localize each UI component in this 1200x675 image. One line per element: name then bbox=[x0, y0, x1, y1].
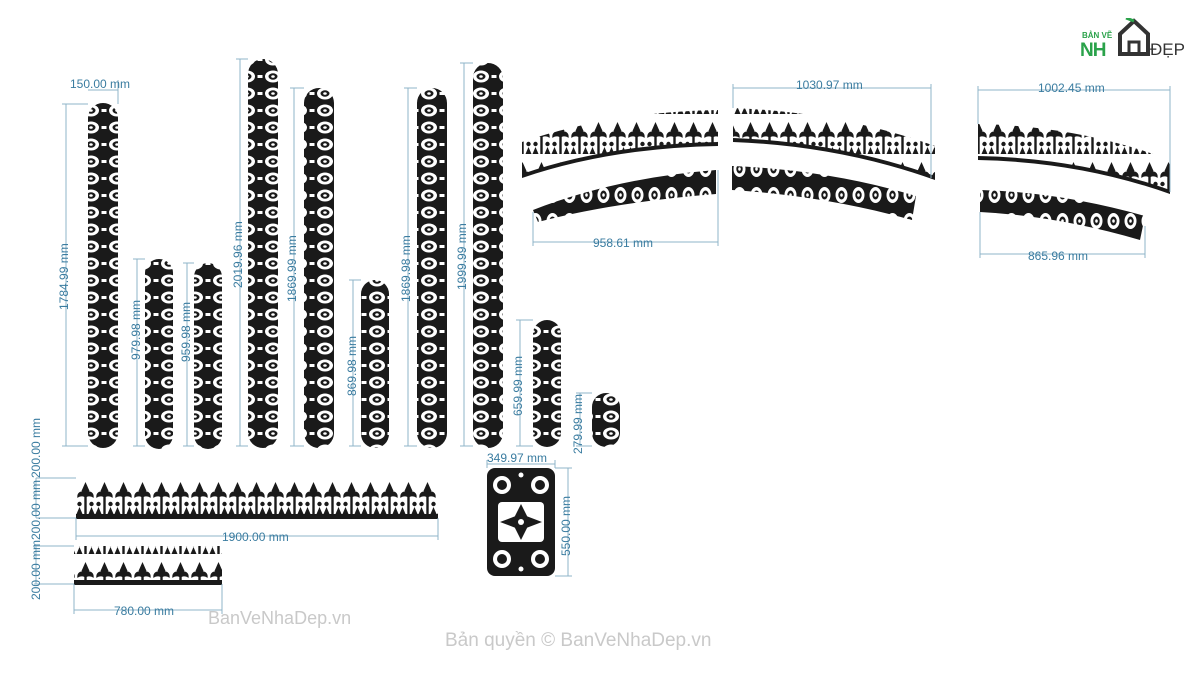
dim-1869b: 1869.98 mm bbox=[399, 235, 413, 302]
house-icon bbox=[1118, 18, 1150, 56]
dim-349: 349.97 mm bbox=[487, 451, 547, 465]
panel-spear-780 bbox=[74, 546, 222, 585]
arch-ring-mid bbox=[732, 166, 916, 220]
column-1784 bbox=[88, 103, 118, 448]
panel-spear-1900 bbox=[76, 478, 438, 519]
dimension-lines bbox=[34, 58, 1171, 614]
dim-865: 865.96 mm bbox=[1028, 249, 1088, 263]
arch-spear-left bbox=[522, 110, 718, 178]
arch-spear-mid bbox=[733, 108, 935, 180]
column-279 bbox=[592, 393, 620, 447]
dim-1869a: 1869.99 mm bbox=[285, 235, 299, 302]
arch-ring-left bbox=[533, 170, 716, 222]
dim-1784: 1784.99 mm bbox=[57, 243, 71, 310]
dimension-labels: 150.00 mm 1784.99 mm 979.98 mm 959.98 mm… bbox=[29, 77, 1105, 618]
dim-1002: 1002.45 mm bbox=[1038, 81, 1105, 95]
dim-279: 279.99 mm bbox=[571, 394, 585, 454]
watermark-site: BanVeNhaDep.vn bbox=[208, 608, 352, 628]
dim-959: 959.98 mm bbox=[179, 302, 193, 362]
column-1869a bbox=[304, 88, 334, 448]
dim-659: 659.99 mm bbox=[511, 356, 525, 416]
dim-200-a: 200.00 mm bbox=[29, 480, 43, 540]
column-869 bbox=[361, 280, 389, 448]
dim-550: 550.00 mm bbox=[559, 496, 573, 556]
dim-150: 150.00 mm bbox=[70, 77, 130, 91]
brand-logo: BẢN VẼ NH ĐẸP bbox=[1076, 16, 1188, 62]
dim-2019: 2019.96 mm bbox=[231, 221, 245, 288]
column-659 bbox=[533, 320, 561, 447]
dim-1900: 1900.00 mm bbox=[222, 530, 289, 544]
logo-side-text: ĐẸP bbox=[1150, 40, 1185, 59]
dim-200-b: 200.00 mm bbox=[29, 418, 43, 478]
column-959 bbox=[194, 263, 222, 449]
scroll-panel-550 bbox=[487, 468, 555, 576]
dim-869: 869.98 mm bbox=[345, 336, 359, 396]
dim-1999: 1999.99 mm bbox=[455, 223, 469, 290]
column-979 bbox=[145, 259, 173, 449]
dim-958: 958.61 mm bbox=[593, 236, 653, 250]
arch-ring-right bbox=[980, 190, 1145, 240]
arch-spear-right bbox=[978, 124, 1170, 194]
dim-200-c: 200.00 mm bbox=[29, 540, 43, 600]
dim-979: 979.98 mm bbox=[129, 300, 143, 360]
dim-1030: 1030.97 mm bbox=[796, 78, 863, 92]
watermark-copyright: Bản quyền © BanVeNhaDep.vn bbox=[445, 630, 712, 651]
logo-top-text: BẢN VẼ bbox=[1082, 31, 1113, 40]
column-2019 bbox=[248, 59, 278, 448]
column-1999 bbox=[473, 63, 503, 448]
dim-780: 780.00 mm bbox=[114, 604, 174, 618]
column-1869b bbox=[417, 88, 447, 448]
logo-main-text: NH bbox=[1080, 40, 1106, 61]
